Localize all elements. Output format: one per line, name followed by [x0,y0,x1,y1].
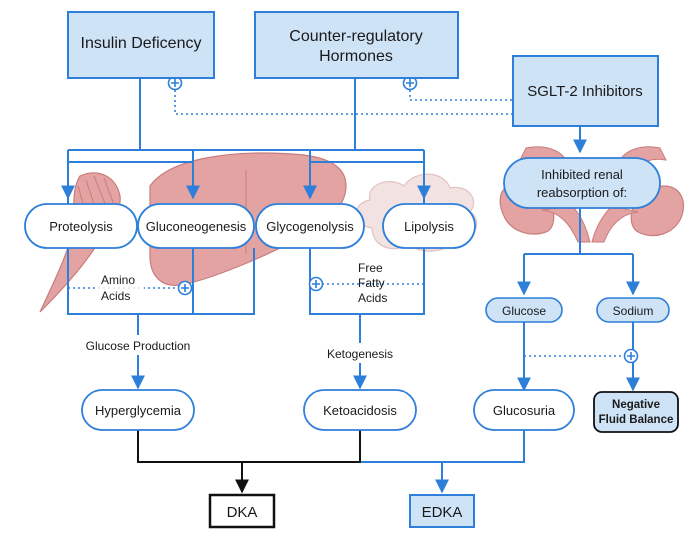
ketogenesis-label: Ketogenesis [327,347,393,361]
svg-text:Gluconeogenesis: Gluconeogenesis [146,219,247,234]
free-fatty-acids-label: Free [358,261,383,275]
outcome-ketoacidosis: Ketoacidosis [303,389,417,431]
plus-circle-icon [308,276,324,292]
glucose-pill: Glucose [485,297,563,323]
process-gluconeogenesis: Gluconeogenesis [137,203,255,249]
result-dka: DKA [208,493,276,529]
amino-acids-label: Acids [101,289,130,303]
counter-regulatory-box: Counter-regulatory Hormones [254,11,459,79]
result-edka: EDKA [409,494,475,528]
svg-text:Glucose: Glucose [502,304,546,318]
black-connectors [137,430,361,494]
renal-reabsorption-pill: Inhibited renal reabsorption of: [503,157,661,209]
process-lipolysis: Lipolysis [382,203,476,249]
svg-text:Ketoacidosis: Ketoacidosis [323,403,397,418]
svg-text:Glucosuria: Glucosuria [493,403,556,418]
side-labels: Amino Acids Free Fatty Acids Glucose Pro… [84,261,398,363]
svg-text:Sodium: Sodium [613,304,654,318]
svg-text:Hyperglycemia: Hyperglycemia [95,403,182,418]
svg-text:Proteolysis: Proteolysis [49,219,113,234]
sglt2-inhibitors-box: SGLT-2 Inhibitors [512,55,659,127]
svg-text:Insulin Deficency: Insulin Deficency [81,35,202,52]
svg-text:EDKA: EDKA [422,504,463,521]
amino-acids-label: Amino [101,273,135,287]
plus-circle-icon [623,348,639,364]
process-proteolysis: Proteolysis [24,203,138,249]
svg-text:Fluid Balance: Fluid Balance [599,414,674,426]
svg-text:Hormones: Hormones [319,48,393,65]
plus-markers [167,75,639,364]
svg-text:Lipolysis: Lipolysis [404,219,454,234]
svg-text:DKA: DKA [227,504,258,521]
outcome-negative-fluid-balance: Negative Fluid Balance [593,391,679,433]
svg-text:reabsorption of:: reabsorption of: [537,185,627,200]
svg-text:Glycogenolysis: Glycogenolysis [266,219,354,234]
svg-text:Counter-regulatory: Counter-regulatory [289,28,422,45]
svg-text:Negative: Negative [612,399,660,411]
outcome-glucosuria: Glucosuria [473,389,575,431]
process-glycogenolysis: Glycogenolysis [255,203,365,249]
free-fatty-acids-label: Fatty [358,276,385,290]
plus-circle-icon [177,280,193,296]
glucose-production-label: Glucose Production [86,339,191,353]
svg-text:SGLT-2 Inhibitors: SGLT-2 Inhibitors [527,83,643,100]
svg-text:Inhibited renal: Inhibited renal [541,167,623,182]
sodium-pill: Sodium [596,297,670,323]
free-fatty-acids-label: Acids [358,291,387,305]
insulin-deficiency-box: Insulin Deficency [67,11,215,79]
outcome-hyperglycemia: Hyperglycemia [81,389,195,431]
